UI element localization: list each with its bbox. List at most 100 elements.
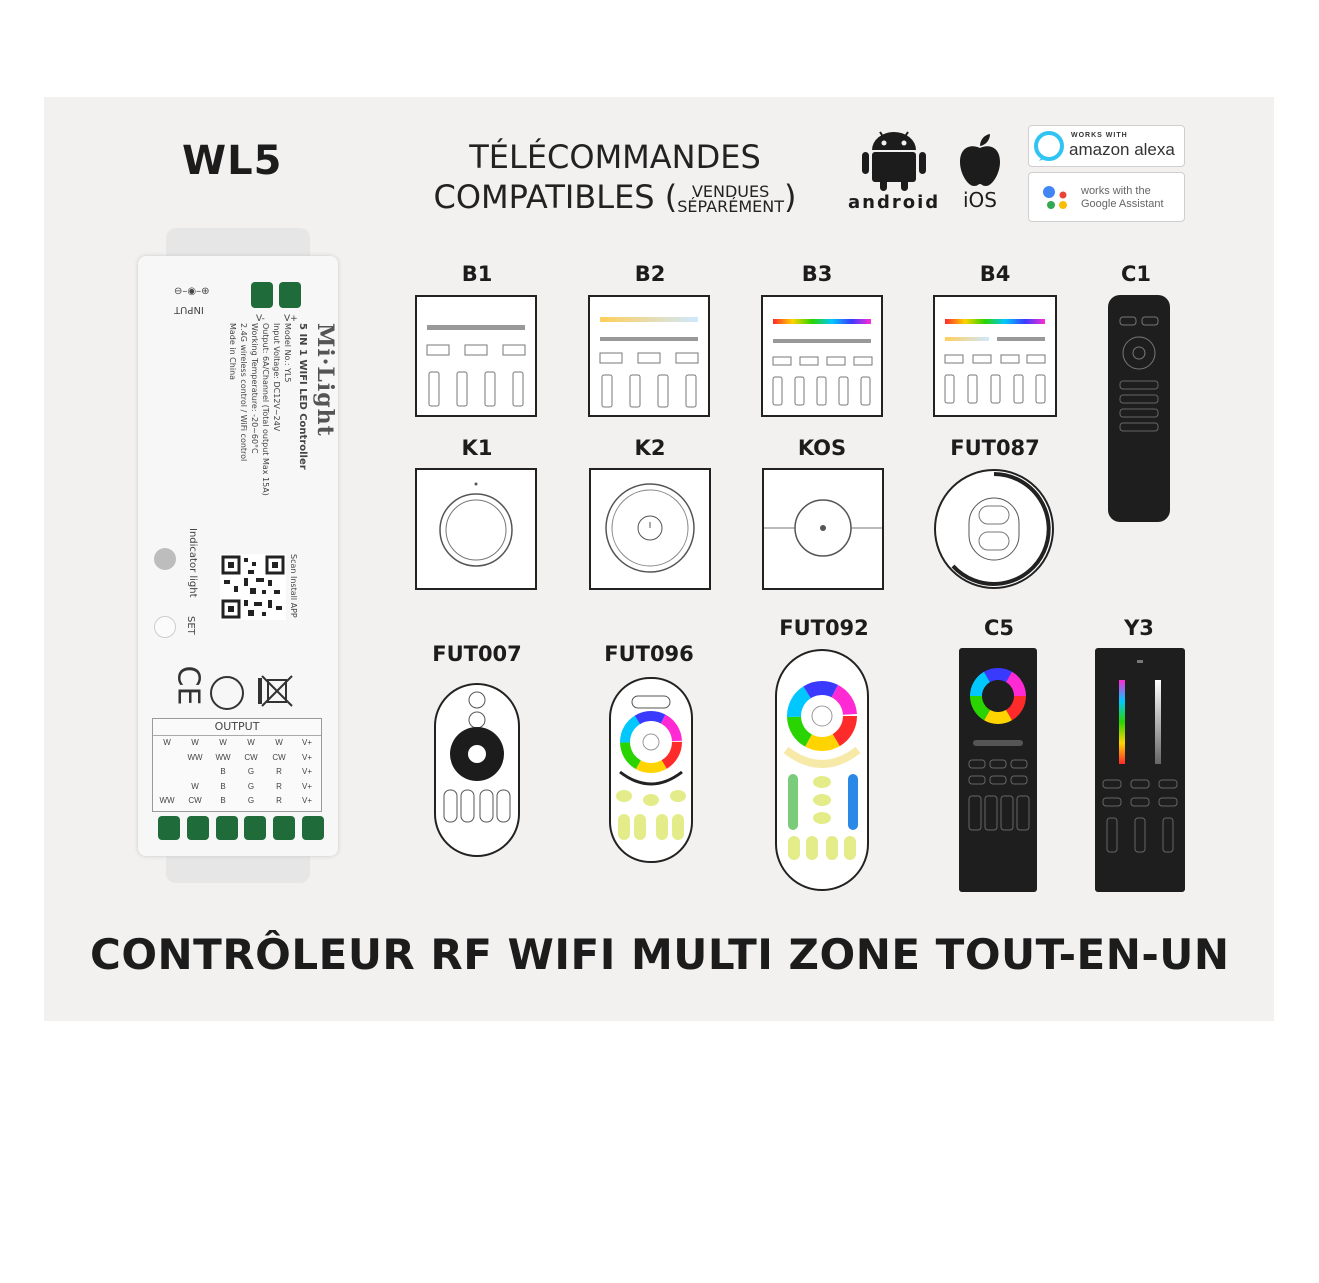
compat-note-2: SÉPARÉMENT [677,197,784,216]
remote-fut087 [933,468,1055,590]
out-r3c3: G [247,781,255,791]
qr-code [220,554,286,620]
fut096-face [609,677,693,863]
output-terminal [186,816,209,840]
android-logo: android [848,130,940,220]
remote-label-c1: C1 [1120,262,1152,286]
fut007-face [434,683,520,857]
remote-y3 [1095,648,1185,892]
out-r4c5: V+ [301,796,312,805]
output-terminal [158,816,180,840]
remote-c1 [1108,295,1170,522]
google-assistant-icon [1043,186,1067,209]
controller-spec5: 2.4G wireless control / WiFi control [239,323,248,462]
dc-jack-icon: ⊖–◉–⊕ [174,286,210,297]
output-terminals [158,816,324,842]
google-assistant-badge: works with the Google Assistant [1028,172,1185,222]
c5-face [968,668,1030,831]
remote-label-kos: KOS [797,436,847,460]
fut092-face [775,649,869,891]
remote-label-c5: C5 [983,616,1015,640]
out-r1c2: WW [215,752,231,762]
ce-mark: CE [170,665,206,706]
remote-label-fut096: FUT096 [604,642,694,666]
out-r3c4: R [276,781,282,791]
out-r4c3: G [247,796,255,805]
remote-label-fut092: FUT092 [779,616,869,640]
model-title: WL5 [182,138,283,184]
indicator-light [154,548,176,570]
kos-face [764,499,882,557]
out-r2c1 [181,765,209,780]
alexa-badge: WORKS WITH amazon alexa [1028,125,1185,167]
set-button[interactable] [154,616,176,638]
google-line2: Google Assistant [1081,198,1164,210]
out-r3c5: V+ [301,781,312,791]
out-r1c0 [153,751,181,766]
input-terminal-vminus [251,282,273,308]
compat-close: ) [783,178,797,216]
alexa-icon [1034,131,1064,161]
alexa-top-text: WORKS WITH [1071,132,1128,139]
out-r2c5: V+ [301,767,312,776]
controller-brand: Mi·Light [312,323,338,437]
out-r4c4: R [276,796,282,805]
out-r1c5: V+ [301,752,312,762]
vminus-label: V- [256,314,265,324]
remote-label-y3: Y3 [1124,616,1154,640]
remote-fut092 [774,648,870,892]
controller-spec6: Made in China [228,323,237,381]
android-label: android [848,192,941,213]
k1-face [439,482,513,567]
controller-spec1: Model No.: YL5 [283,323,292,383]
remote-b4 [933,295,1057,417]
b2-face [599,317,699,408]
remote-fut007 [432,682,522,860]
set-label: SET [185,616,196,635]
remote-label-b3: B3 [801,262,833,286]
indicator-label: Indicator light [187,528,198,598]
scan-label: Scan Install APP [289,554,298,618]
remote-b3 [761,295,883,417]
out-r0c5: V+ [301,738,312,747]
out-r1c4: CW [272,752,286,762]
out-r4c0: WW [159,796,175,805]
wl5-controller: Mi·Light 5 IN 1 WIFI LED Controller Mode… [138,228,338,883]
out-r4c1: CW [188,796,202,805]
ios-label: iOS [963,188,997,212]
compat-line2-text: COMPATIBLES ( [433,178,678,216]
rohs-icon [210,676,244,710]
fut087-face [934,469,1054,589]
out-r2c2: B [220,767,226,776]
remote-b1 [415,295,537,417]
vplus-label: V+ [284,314,298,324]
c1-face [1119,316,1159,432]
google-line1: works with the [1081,185,1151,197]
remote-k2 [589,468,711,590]
output-terminal [244,816,267,840]
out-r4c2: B [220,796,226,805]
remote-label-k2: K2 [634,436,666,460]
controller-spec4: Working Temperature: -20~60°C [250,323,259,454]
out-r3c1: W [191,781,199,791]
remote-label-fut007: FUT007 [432,642,522,666]
remote-c5 [959,648,1037,892]
output-label: OUTPUT [153,719,321,736]
y3-face [1102,660,1178,853]
out-r0c2: W [219,738,227,747]
alexa-main-text: amazon alexa [1069,140,1175,159]
out-r2c4: R [276,767,282,776]
remote-kos [762,468,884,590]
out-r0c4: W [275,738,283,747]
b1-face [426,325,526,407]
out-r3c2: B [220,781,226,791]
out-r2c3: G [247,767,255,776]
compat-line1: TÉLÉCOMMANDES [469,138,761,176]
apple-icon [960,134,1000,186]
output-terminal [301,816,324,840]
out-r3c0 [153,780,181,795]
controller-spec2: Input Voltage: DC12V~24V [272,323,281,432]
